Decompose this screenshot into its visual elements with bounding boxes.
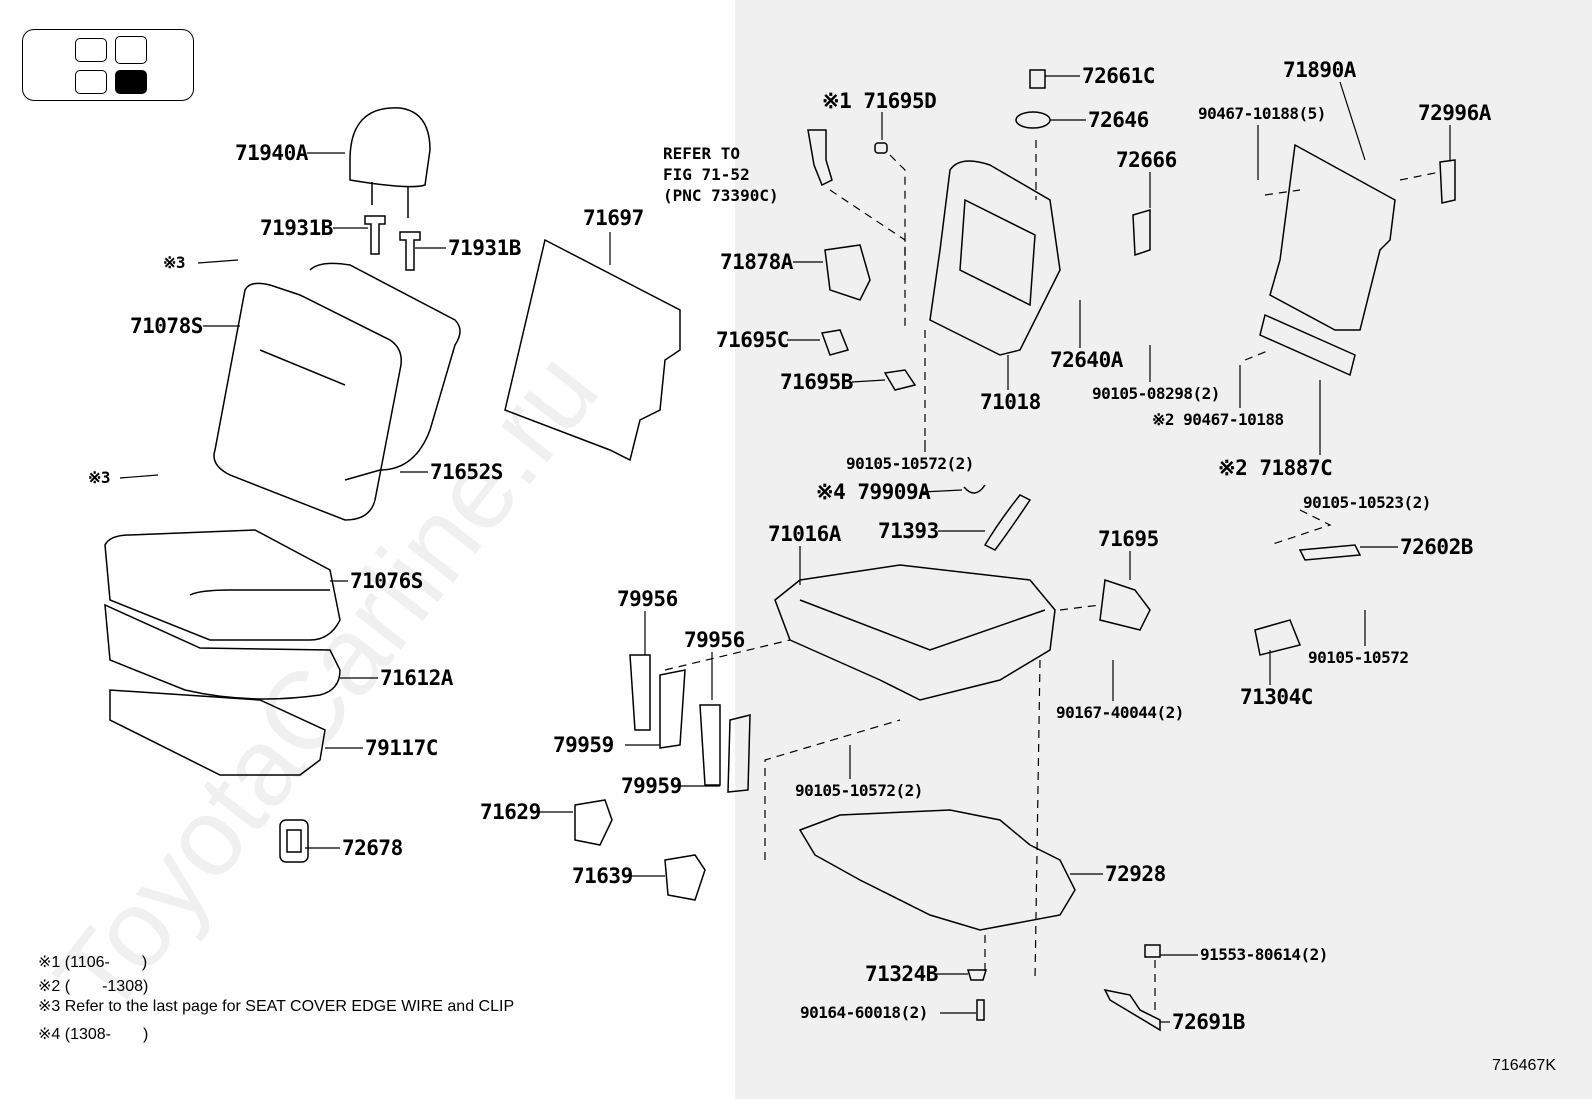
part-label: 90105-10572(2) (846, 454, 974, 473)
seatback-board-71697 (504, 238, 681, 462)
part-label: 71076S (350, 569, 423, 593)
seatback-cover (213, 262, 461, 521)
part-label: 71931B (448, 236, 521, 260)
part-label: 72661C (1082, 64, 1155, 88)
part-label: 90105-10523(2) (1303, 493, 1431, 512)
part-label: 72678 (342, 836, 403, 860)
seat-front-right-icon (115, 36, 147, 64)
part-label: 90105-10572 (1308, 648, 1409, 667)
part-label: 71018 (980, 390, 1041, 414)
footnote-1: ※1 (1106- ) (38, 954, 148, 971)
part-label: 71940A (235, 141, 308, 165)
part-label: 90467-10188(5) (1198, 104, 1326, 123)
part-label: 79959 (621, 774, 682, 798)
part-label: 72646 (1088, 108, 1149, 132)
part-label: 90164-60018(2) (800, 1003, 928, 1022)
part-label: 71890A (1283, 58, 1356, 82)
headrest-supports (364, 215, 421, 271)
part-label: 71652S (430, 460, 503, 484)
part-label: 72996A (1418, 101, 1491, 125)
seat-frame-71016A (774, 564, 1056, 701)
part-label: 72691B (1172, 1010, 1245, 1034)
small-parts (574, 69, 1456, 1032)
part-label: 71629 (480, 800, 541, 824)
part-label: 71695 (1098, 527, 1159, 551)
part-label: 90105-10572(2) (795, 781, 923, 800)
part-label: 71639 (572, 864, 633, 888)
part-label: 72640A (1050, 348, 1123, 372)
leader-lines (119, 75, 1451, 1023)
part-label: 79956 (617, 587, 678, 611)
part-label: ※2 90467-10188 (1152, 410, 1284, 429)
headrest (349, 107, 431, 218)
back-board-71890A (1259, 143, 1396, 377)
part-label: 71612A (380, 666, 453, 690)
illustration-code: 716467K (1491, 1057, 1556, 1074)
seat-rear-right-icon (115, 70, 147, 94)
footnote-4: ※4 (1308- ) (38, 1026, 149, 1043)
part-label: ※3 (88, 468, 111, 487)
part-label: 71016A (768, 522, 841, 546)
part-label: 71878A (720, 250, 793, 274)
part-label: 71304C (1240, 685, 1313, 709)
background-panel (735, 0, 1592, 1099)
seat-position-indicator (22, 29, 194, 101)
part-label: 71393 (878, 519, 939, 543)
seat-frame-71018 (929, 160, 1061, 356)
part-label: 72666 (1116, 148, 1177, 172)
part-label: 71695B (780, 370, 853, 394)
under-tray-72928 (798, 809, 1076, 931)
leader-line (1339, 81, 1366, 161)
part-label: 71697 (583, 206, 644, 230)
part-label: 71695C (716, 328, 789, 352)
part-label: 91553-80614(2) (1200, 945, 1328, 964)
seat-cushion-cover (104, 529, 341, 641)
part-label: 72602B (1400, 535, 1473, 559)
part-label: 79956 (684, 628, 745, 652)
leader-line (851, 379, 886, 383)
part-label: 90167-40044(2) (1056, 703, 1184, 722)
leader-line (197, 259, 239, 264)
part-label: 79959 (553, 733, 614, 757)
part-label: ※3 (163, 253, 186, 272)
clip-72678 (279, 819, 309, 863)
seat-front-left-icon (75, 38, 107, 62)
part-label: ※4 79909A (816, 480, 931, 504)
dashed-guide-lines (664, 140, 1441, 1015)
part-label: 71078S (130, 314, 203, 338)
seat-rear-left-icon (75, 70, 107, 94)
part-label: 79117C (365, 736, 438, 760)
part-label: ※1 71695D (822, 89, 937, 113)
cushion-pad-79117C (109, 689, 326, 776)
part-label: 72928 (1105, 862, 1166, 886)
part-label: 90105-08298(2) (1092, 384, 1220, 403)
leader-line (921, 489, 963, 493)
refer-to-fig-note: REFER TO FIG 71-52 (PNC 73390C) (663, 144, 779, 205)
part-label: 71931B (260, 216, 333, 240)
leader-line (119, 474, 159, 479)
footnote-2: ※2 ( -1308) (38, 978, 149, 995)
seat-cushion-pad (104, 603, 341, 700)
footnote-3: ※3 Refer to the last page for SEAT COVER… (38, 998, 515, 1015)
part-label: ※2 71887C (1218, 456, 1333, 480)
part-label: 71324B (865, 962, 938, 986)
